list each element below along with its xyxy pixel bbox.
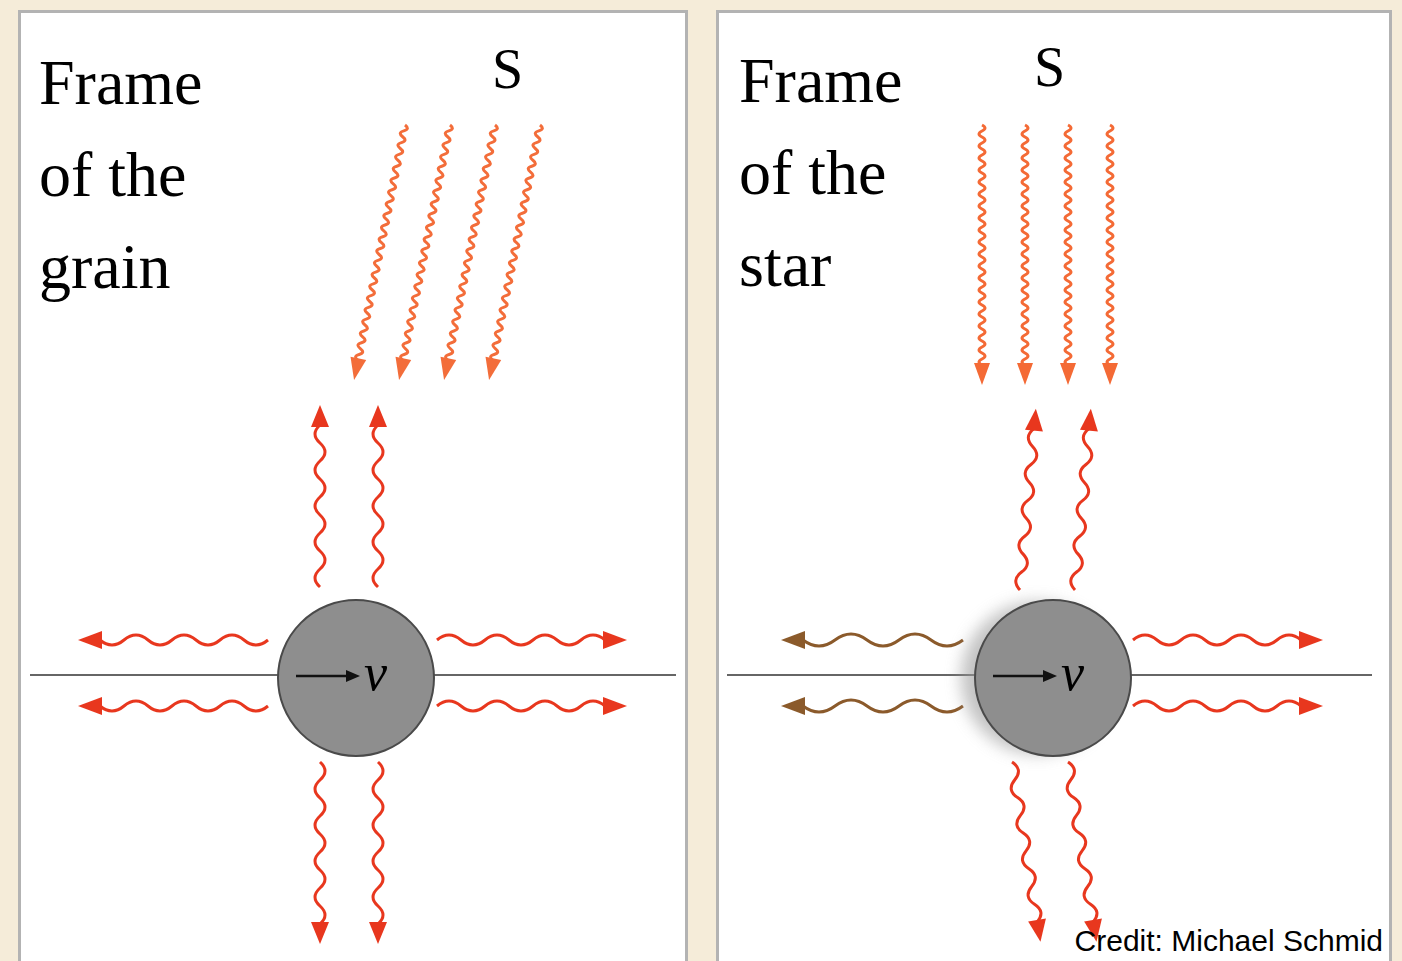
panel-ground <box>716 10 1392 961</box>
velocity-label: v <box>364 647 387 699</box>
grain-circle: v <box>276 598 436 758</box>
panel-ground <box>18 10 688 961</box>
credit-note: Credit: Michael Schmid <box>1075 926 1383 956</box>
dust-grain <box>973 598 1133 758</box>
velocity-label: v <box>1061 647 1084 699</box>
frame-heading: Frame of the star <box>739 35 903 311</box>
incoming-radiation <box>346 123 548 381</box>
frame-panel: Frame of the star Sv <box>716 10 1392 961</box>
source-label: S <box>1034 39 1065 95</box>
dust-grain <box>276 598 436 758</box>
grain-circle: v <box>973 598 1133 758</box>
incoming-radiation <box>974 125 1118 385</box>
redshifted-radiation <box>781 631 963 715</box>
emitted-radiation <box>1003 408 1323 943</box>
frame-panel: Frame of the grain Sv <box>18 10 688 961</box>
emitted-radiation <box>78 405 627 944</box>
frame-heading: Frame of the grain <box>39 37 203 313</box>
source-label: S <box>492 41 523 97</box>
